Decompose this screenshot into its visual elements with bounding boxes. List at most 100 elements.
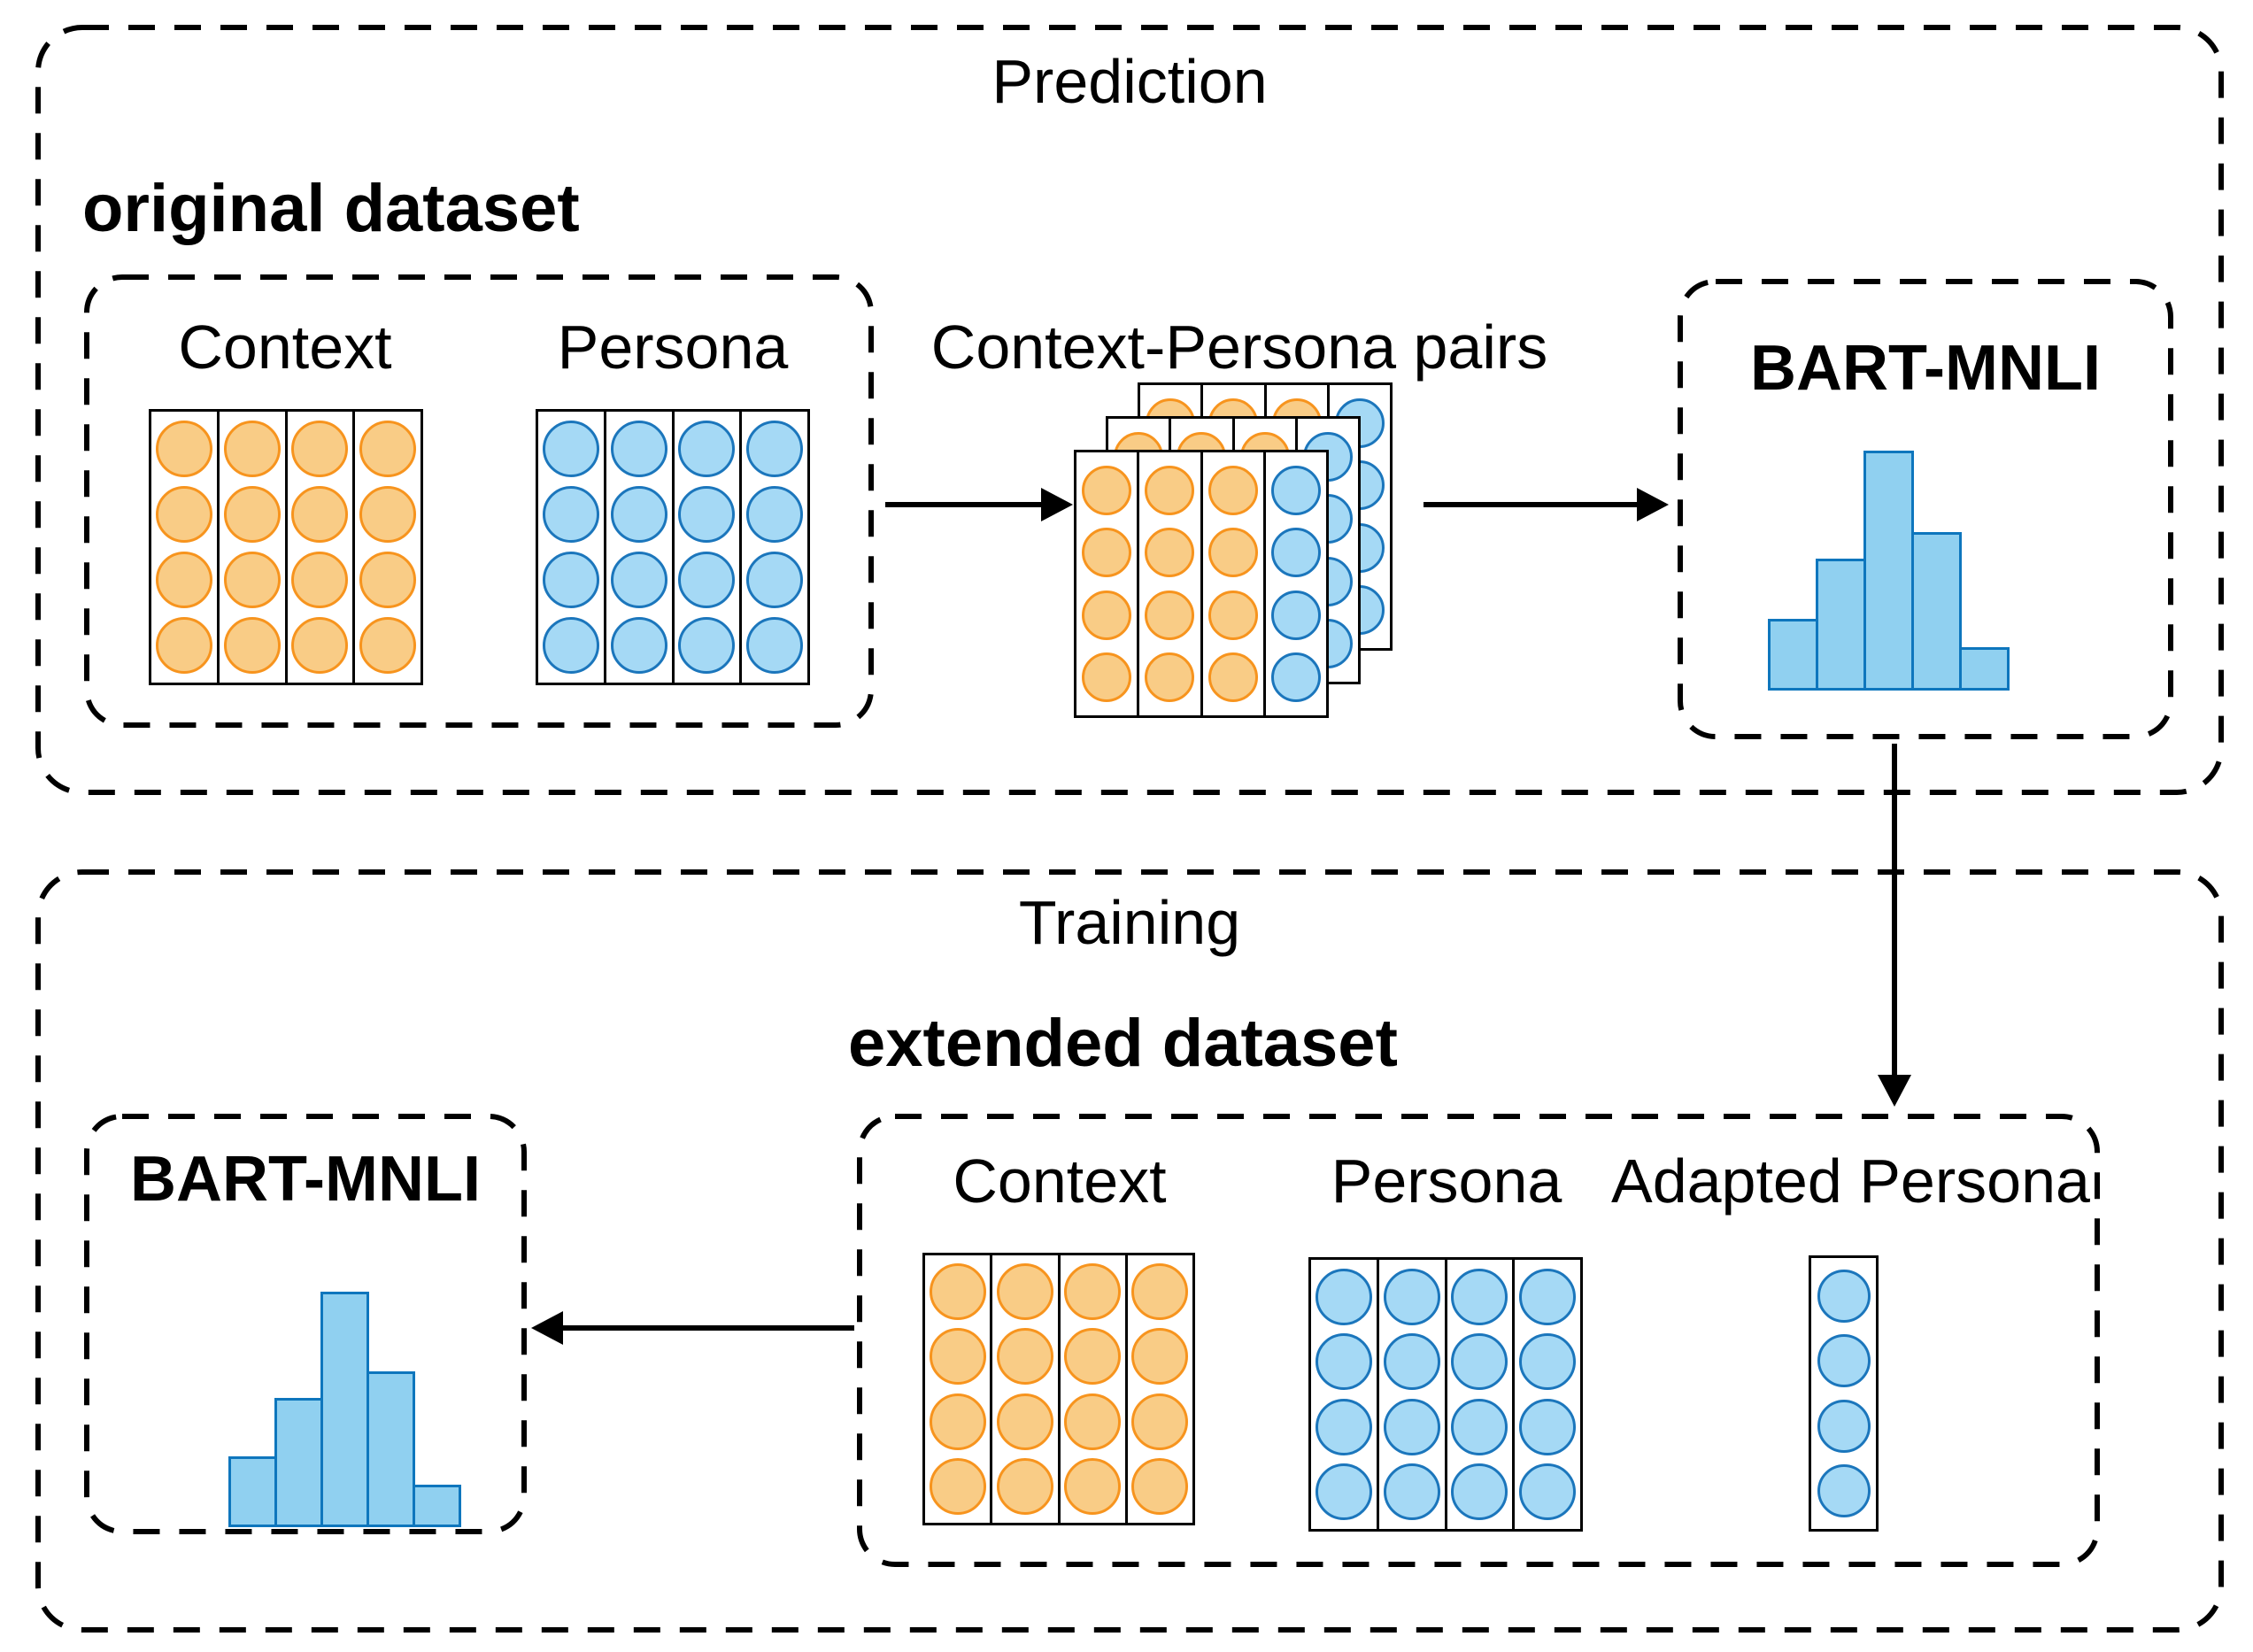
blue-data-circle <box>1817 1334 1871 1388</box>
blue-data-circle <box>1383 1333 1440 1391</box>
grid-column <box>992 1255 1061 1523</box>
histogram-bar <box>1959 647 2010 691</box>
blue-data-circle <box>1270 590 1321 640</box>
score-histogram-training <box>228 1292 476 1527</box>
arrow-to-pairs-line <box>885 502 1043 507</box>
blue-data-circle <box>542 617 599 674</box>
blue-data-circle <box>1451 1268 1508 1325</box>
blue-data-circle <box>1451 1463 1508 1521</box>
context-grid-training <box>922 1253 1195 1525</box>
blue-data-circle <box>1383 1463 1440 1521</box>
blue-data-circle <box>1817 1463 1871 1517</box>
grid-column <box>675 412 743 683</box>
blue-data-circle <box>1315 1268 1372 1325</box>
blue-data-circle <box>1519 1333 1577 1391</box>
orange-data-circle <box>223 552 281 608</box>
orange-data-circle <box>1082 465 1132 515</box>
context-label-training: Context <box>953 1146 1167 1216</box>
orange-data-circle <box>996 1328 1053 1386</box>
orange-data-circle <box>1145 528 1195 578</box>
bart-mnli-title-prediction: BART-MNLI <box>1750 333 2101 404</box>
orange-data-circle <box>929 1263 986 1321</box>
blue-data-circle <box>542 486 599 543</box>
context-persona-card <box>1074 450 1329 718</box>
blue-data-circle <box>1817 1270 1871 1324</box>
orange-data-circle <box>1145 465 1195 515</box>
histogram-bar <box>274 1397 323 1527</box>
arrow-to-pairs-head <box>1041 488 1073 521</box>
bart-mnli-title-training: BART-MNLI <box>130 1144 481 1215</box>
orange-data-circle <box>1131 1457 1189 1515</box>
orange-data-circle <box>291 617 349 674</box>
orange-data-circle <box>359 552 417 608</box>
orange-data-circle <box>359 617 417 674</box>
blue-data-circle <box>1270 652 1321 703</box>
orange-data-circle <box>1064 1393 1122 1450</box>
orange-data-circle <box>1064 1457 1122 1515</box>
blue-data-circle <box>1315 1463 1372 1521</box>
orange-data-circle <box>155 617 212 674</box>
histogram-bar <box>1863 451 1914 691</box>
arrow-to-model-line <box>1424 502 1639 507</box>
orange-data-circle <box>223 617 281 674</box>
blue-data-circle <box>542 552 599 608</box>
blue-data-circle <box>610 617 667 674</box>
orange-data-circle <box>291 486 349 543</box>
blue-data-circle <box>1383 1268 1440 1325</box>
training-title: Training <box>1018 888 1241 957</box>
grid-column <box>1379 1260 1447 1529</box>
extended-dataset-label: extended dataset <box>848 1006 1398 1081</box>
orange-data-circle <box>359 421 417 477</box>
histogram-bar <box>413 1485 461 1527</box>
grid-column <box>151 412 220 683</box>
orange-data-circle <box>929 1393 986 1450</box>
orange-data-circle <box>155 486 212 543</box>
orange-data-circle <box>291 421 349 477</box>
grid-column <box>1061 1255 1128 1523</box>
orange-data-circle <box>1145 652 1195 703</box>
persona-grid-training <box>1308 1257 1583 1532</box>
grid-column <box>1128 1255 1192 1523</box>
grid-column <box>1203 452 1266 715</box>
orange-data-circle <box>1082 652 1132 703</box>
orange-data-circle <box>291 552 349 608</box>
histogram-bar <box>320 1292 369 1527</box>
orange-data-circle <box>155 552 212 608</box>
orange-data-circle <box>1082 590 1132 640</box>
blue-data-circle <box>678 421 736 477</box>
orange-data-circle <box>223 421 281 477</box>
orange-data-circle <box>1082 528 1132 578</box>
grid-column <box>220 412 288 683</box>
grid-column <box>288 412 356 683</box>
blue-data-circle <box>746 486 804 543</box>
blue-data-circle <box>1451 1333 1508 1391</box>
orange-data-circle <box>1131 1393 1189 1450</box>
blue-data-circle <box>1817 1399 1871 1453</box>
context-label-prediction: Context <box>178 313 392 382</box>
orange-data-circle <box>1145 590 1195 640</box>
score-histogram-prediction <box>1768 451 2025 691</box>
blue-data-circle <box>1270 465 1321 515</box>
orange-data-circle <box>996 1393 1053 1450</box>
persona-label-training: Persona <box>1331 1146 1562 1216</box>
orange-data-circle <box>1208 652 1258 703</box>
blue-data-circle <box>1270 528 1321 578</box>
grid-column <box>1139 452 1203 715</box>
grid-column <box>742 412 807 683</box>
orange-data-circle <box>223 486 281 543</box>
orange-data-circle <box>1208 465 1258 515</box>
blue-data-circle <box>1519 1398 1577 1455</box>
persona-grid-prediction <box>536 409 810 685</box>
grid-column <box>1076 452 1140 715</box>
histogram-bar <box>1768 618 1818 691</box>
blue-data-circle <box>1519 1463 1577 1521</box>
orange-data-circle <box>1208 528 1258 578</box>
blue-data-circle <box>1519 1268 1577 1325</box>
orange-data-circle <box>1064 1328 1122 1386</box>
orange-data-circle <box>1131 1263 1189 1321</box>
orange-data-circle <box>929 1328 986 1386</box>
histogram-bar <box>228 1456 277 1527</box>
adapted-persona-label: Adapted Persona <box>1611 1146 2090 1216</box>
grid-column <box>925 1255 993 1523</box>
grid-column <box>1515 1260 1580 1529</box>
